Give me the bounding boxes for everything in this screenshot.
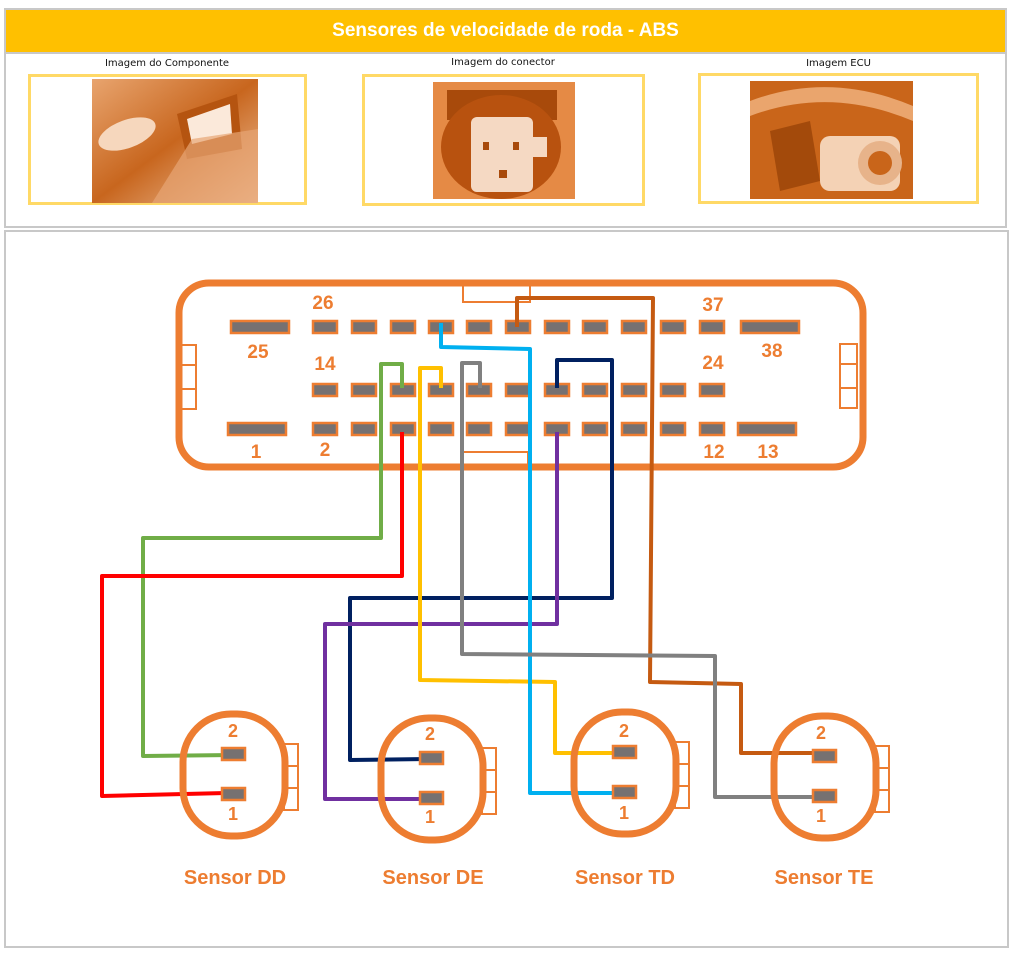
ecu-pin (659, 319, 687, 335)
sensor-de-label: Sensor DE (382, 867, 483, 889)
ecu-pin (620, 319, 648, 335)
ecu-pin-label: 1 (251, 442, 262, 463)
ecu-pin (389, 319, 417, 335)
ecu-image-label: Imagem ECU (806, 58, 871, 69)
sensor-te-label: Sensor TE (775, 867, 874, 889)
wire-sensor-td-pin-1 (439, 323, 620, 795)
connector-photo-icon (433, 82, 575, 199)
sensor-dd-pin-1 (220, 786, 247, 802)
ecu-pin (659, 421, 687, 437)
sensor-de-pin-2 (418, 750, 445, 766)
sensor-td-connector (570, 708, 690, 838)
ecu-pin-label: 24 (702, 353, 724, 374)
component-image-frame (28, 74, 307, 205)
sensor-dd-connector (179, 710, 299, 840)
wire-sensor-te-pin-2 (515, 296, 818, 755)
page-title: Sensores de velocidade de roda - ABS (6, 10, 1005, 54)
ecu-pin (698, 319, 726, 335)
ecu-pin-label: 38 (761, 341, 782, 362)
ecu-connector-body (175, 279, 867, 471)
ecu-pin (311, 382, 339, 398)
sensor-te-pin-1 (811, 788, 838, 804)
ecu-image-frame (698, 73, 979, 204)
ecu-pin-label: 13 (757, 442, 778, 463)
ecu-pin-label: 12 (703, 442, 724, 463)
ecu-pin (226, 421, 288, 437)
ecu-pin (581, 319, 609, 335)
component-image-label: Imagem do Componente (104, 58, 230, 69)
ecu-pin-label: 25 (247, 342, 269, 363)
ecu-pin-label: 26 (312, 293, 333, 314)
connector-image-label: Imagem do conector (451, 57, 555, 68)
ecu-pin (504, 421, 532, 437)
ecu-pin (427, 421, 455, 437)
ecu-pin (350, 319, 378, 335)
wire-sensor-dd-pin-2 (141, 362, 404, 758)
sensor-dd-pin-2 (220, 746, 247, 762)
wheel-speed-sensor-photo-icon (92, 79, 258, 203)
ecu-pin (739, 319, 801, 335)
ecu-pin-label: 37 (702, 295, 723, 316)
ecu-pin (620, 421, 648, 437)
sensor-td-label: Sensor TD (575, 867, 675, 889)
wire-sensor-td-pin-2 (418, 366, 628, 755)
connector-image-frame (362, 74, 645, 206)
ecu-pin (581, 421, 609, 437)
ecu-right-latch (839, 343, 858, 409)
sensor-de-pin2-label: 2 (425, 724, 435, 744)
ecu-pin (698, 421, 726, 437)
ecu-pin (736, 421, 798, 437)
ecu-pin (581, 382, 609, 398)
sensor-td-pin2-label: 2 (619, 721, 629, 741)
sensor-td-pin1-label: 1 (619, 803, 629, 823)
ecu-top-key (462, 283, 531, 303)
ecu-pin (350, 421, 378, 437)
wiring-diagram-panel (4, 230, 1009, 948)
wire-sensor-de-pin-2 (348, 358, 614, 762)
ecu-pin (543, 319, 571, 335)
sensor-te-pin-2 (811, 748, 838, 764)
ecu-pin (311, 319, 339, 335)
sensor-de-connector (377, 714, 497, 844)
sensor-td-pin-2 (611, 744, 638, 760)
ecu-pin (465, 319, 493, 335)
ecu-pin-label: 2 (320, 440, 331, 461)
ecu-pin (659, 382, 687, 398)
ecu-pin (698, 382, 726, 398)
ecu-left-latch (178, 344, 197, 410)
ecu-pin (620, 382, 648, 398)
sensor-dd-pin2-label: 2 (228, 721, 238, 741)
sensor-de-pin1-label: 1 (425, 807, 435, 827)
wire-sensor-dd-pin-1 (100, 432, 404, 798)
ecu-pin (229, 319, 291, 335)
sensor-dd-pin1-label: 1 (228, 804, 238, 824)
sensor-te-pin2-label: 2 (816, 723, 826, 743)
wire-sensor-te-pin-1 (460, 361, 818, 799)
sensor-te-connector (770, 712, 890, 842)
sensor-td-pin-1 (611, 784, 638, 800)
sensor-de-pin-1 (418, 790, 445, 806)
ecu-pin (350, 382, 378, 398)
ecu-photo-icon (750, 81, 913, 199)
ecu-pin (311, 421, 339, 437)
wire-sensor-de-pin-1 (323, 432, 559, 801)
sensor-te-pin1-label: 1 (816, 806, 826, 826)
ecu-pin (465, 421, 493, 437)
ecu-pin (504, 382, 532, 398)
ecu-pin-label: 14 (314, 354, 336, 375)
sensor-dd-label: Sensor DD (184, 867, 286, 889)
